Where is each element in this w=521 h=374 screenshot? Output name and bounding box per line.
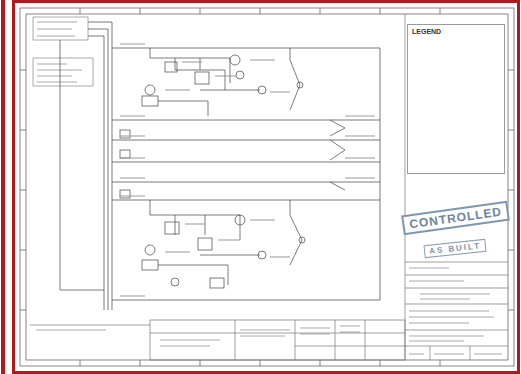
illegible-tag bbox=[120, 44, 375, 296]
revision-table bbox=[30, 320, 405, 360]
frame-edge bbox=[1, 0, 5, 374]
stamp-text: CONTROLLED bbox=[401, 201, 510, 236]
photo-frame bbox=[14, 2, 519, 373]
sheet-border bbox=[20, 8, 514, 366]
title-block bbox=[405, 14, 508, 360]
note-box bbox=[33, 17, 93, 86]
legend-heading: LEGEND bbox=[408, 25, 504, 38]
legend-panel: LEGEND bbox=[407, 24, 505, 174]
bus-line bbox=[88, 22, 380, 310]
equipment-symbol bbox=[60, 40, 345, 290]
stamp-text: AS BUILT bbox=[423, 239, 486, 258]
